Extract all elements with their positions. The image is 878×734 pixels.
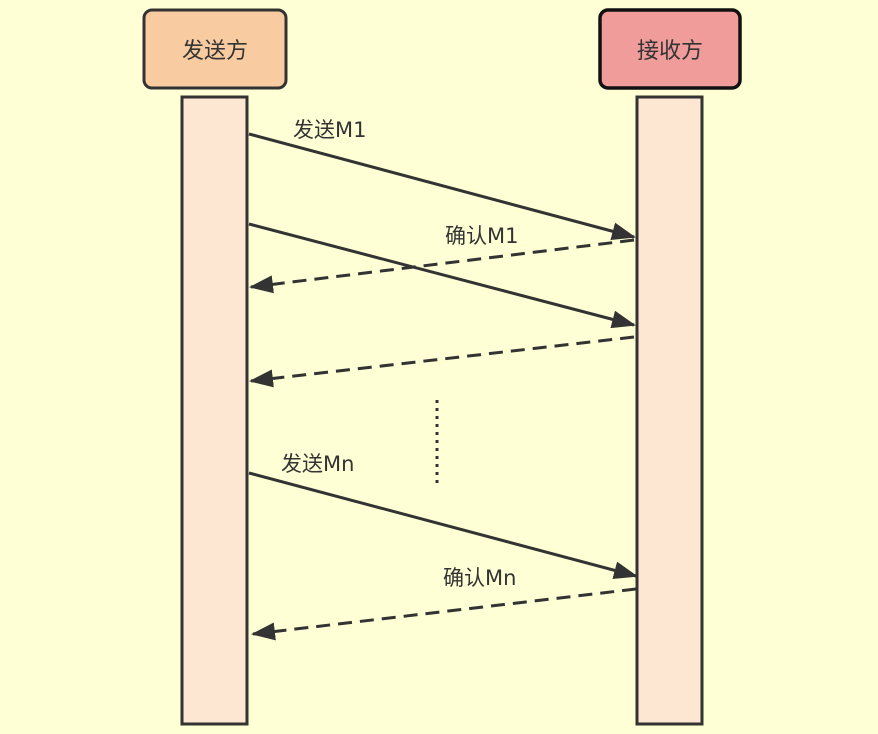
sender-lifeline (180, 95, 249, 726)
sender-box: 发送方 (142, 8, 288, 90)
message-arrow-ack-mn (251, 587, 637, 641)
message-arrow-send (248, 222, 636, 329)
receiver-box: 接收方 (598, 8, 742, 90)
message-arrow-send-mn (248, 471, 638, 580)
message-label: 确认Mn (443, 566, 516, 590)
message-arrow-ack-m1 (249, 238, 635, 294)
receiver-label: 接收方 (637, 39, 703, 64)
message-label: 发送Mn (281, 452, 354, 476)
receiver-lifeline (635, 95, 704, 726)
message-arrow-ack (249, 335, 635, 388)
sender-label: 发送方 (182, 39, 248, 64)
message-arrow-send-m1 (248, 132, 636, 241)
message-label: 发送M1 (293, 118, 366, 142)
message-label: 确认M1 (445, 224, 518, 248)
